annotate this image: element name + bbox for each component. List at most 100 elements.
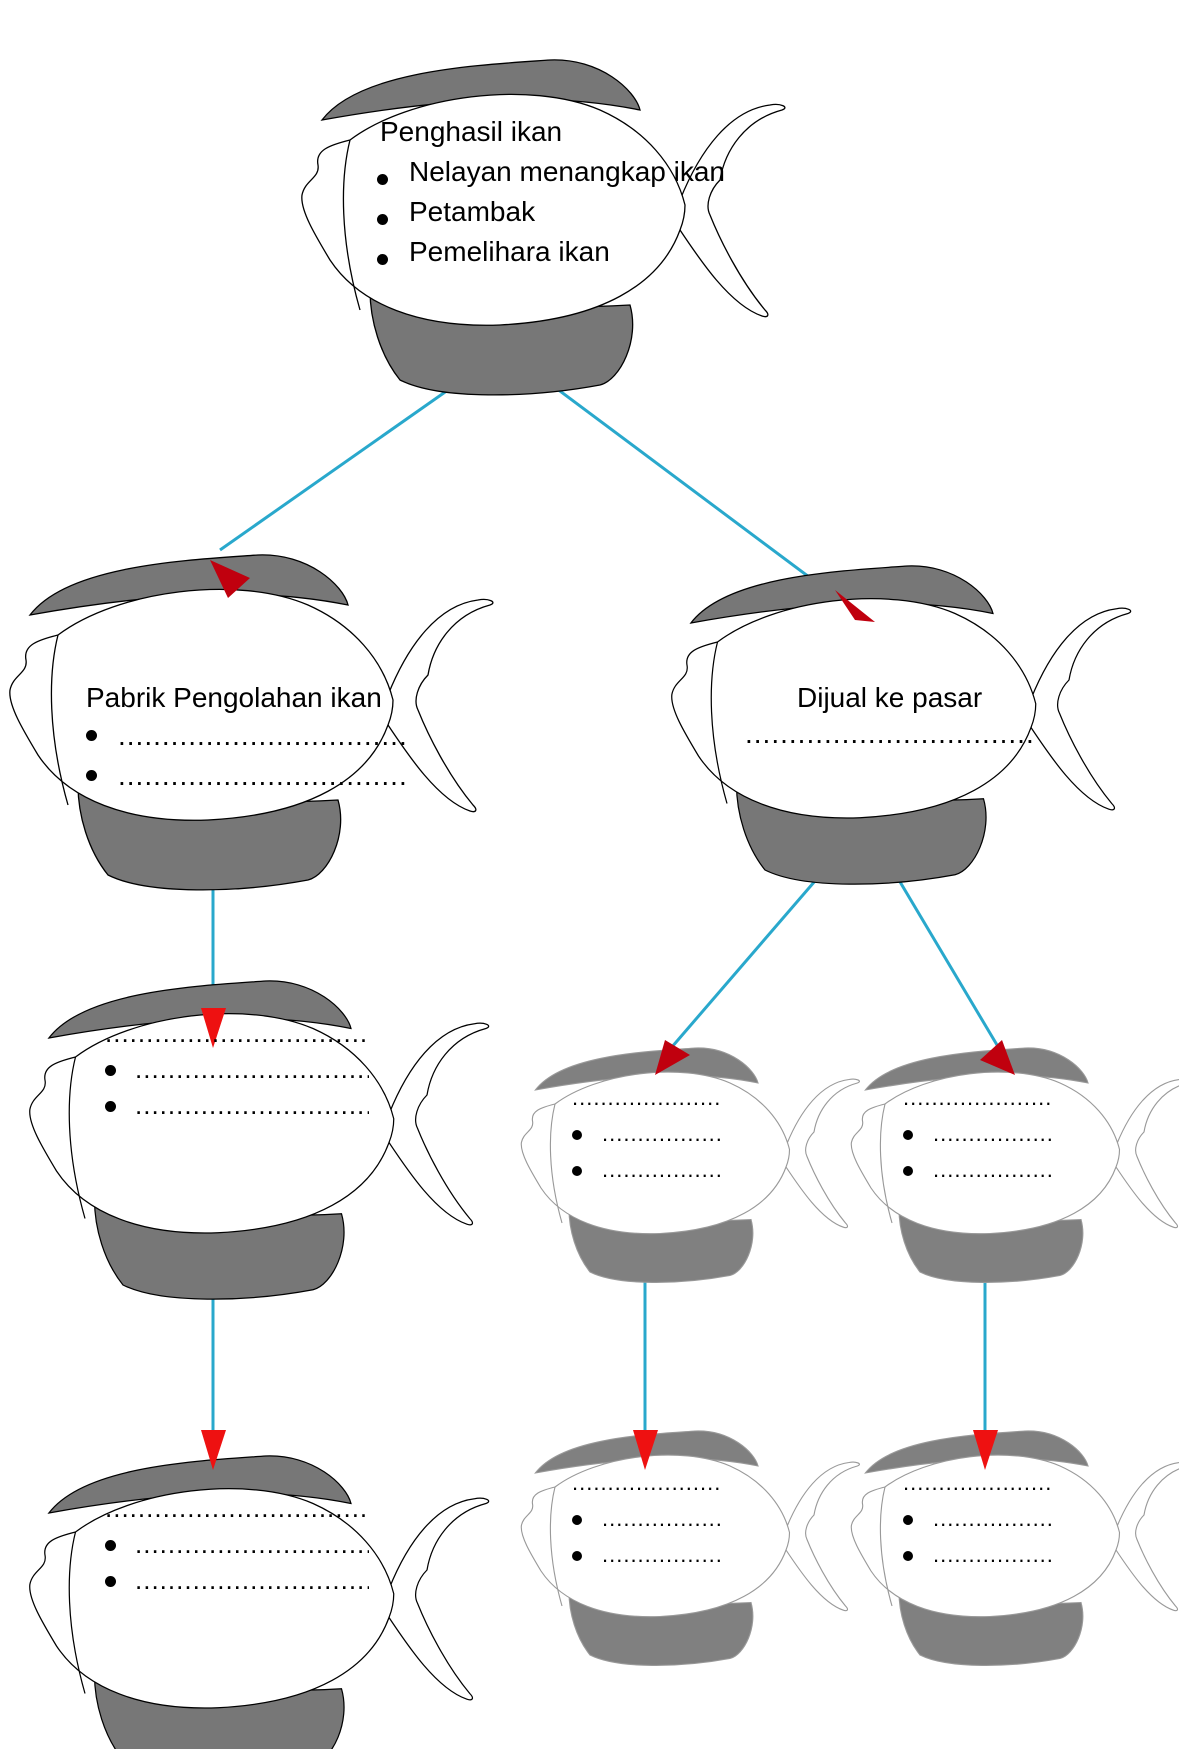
list-item-text: Petambak	[409, 196, 536, 227]
list-item-text: .................	[602, 1157, 723, 1182]
fish-tail	[679, 103, 786, 318]
list-item-text: Pemelihara ikan	[409, 236, 610, 267]
fish-gill	[50, 634, 69, 806]
fish-right3b-fill-line: .....................	[903, 1470, 1053, 1495]
list-item: .............................	[105, 1562, 405, 1598]
arrowhead-right1	[835, 590, 875, 622]
fish-left2-text: ................................. ......…	[105, 1015, 405, 1123]
list-item: .............................	[105, 1051, 405, 1087]
list-item-text: .................................	[118, 720, 408, 751]
bullet-dot	[572, 1551, 582, 1561]
connector-root-right1	[504, 348, 861, 617]
arrowheads	[201, 560, 1015, 1470]
fish-left1	[9, 554, 494, 891]
list-item-text: .................................	[118, 760, 408, 791]
fish-gill	[68, 1531, 86, 1694]
bullet-dot	[377, 214, 388, 225]
list-item: .................	[903, 1152, 1083, 1188]
fish-tail	[388, 1497, 490, 1701]
bullet-dot	[572, 1515, 582, 1525]
bullet-dot	[903, 1130, 913, 1140]
fish-gill	[342, 139, 361, 311]
fish-body	[29, 1013, 395, 1234]
fish-right3a-fill-line: .....................	[572, 1470, 722, 1495]
list-item: Nelayan menangkap ikan	[377, 152, 800, 192]
fish-right2b	[850, 1047, 1179, 1283]
fish-gill	[549, 1103, 563, 1224]
list-item-text: .................	[602, 1121, 723, 1146]
fish-right3a-text: ..................... ................. …	[572, 1465, 752, 1573]
list-item: .................	[903, 1116, 1083, 1152]
list-item-text: .................	[933, 1121, 1054, 1146]
bullet-dot	[903, 1166, 913, 1176]
list-item-text: .................	[602, 1542, 723, 1567]
fish-right2a	[520, 1047, 860, 1283]
list-item-text: .............................	[135, 1090, 369, 1120]
list-item: .................	[903, 1537, 1083, 1573]
fish-right3b-bullets: ................. .................	[903, 1501, 1083, 1573]
fish-left3	[29, 1455, 490, 1749]
bullet-dot	[86, 730, 97, 741]
fish-right3b-text: ..................... ................. …	[903, 1465, 1083, 1573]
fish-body	[850, 1454, 1121, 1618]
fish-right1-title: Dijual ke pasar	[797, 682, 983, 713]
fish-gill	[68, 1056, 86, 1219]
fish-left2-fill-line: .................................	[105, 1018, 369, 1048]
fish-left2-bullets: ............................. ..........…	[105, 1051, 405, 1123]
list-item: .................	[903, 1501, 1083, 1537]
fish-right2a-text: ..................... ................. …	[572, 1080, 752, 1188]
bullet-dot	[86, 770, 97, 781]
fish-body	[850, 1071, 1121, 1235]
arrowhead-left2	[201, 1008, 226, 1048]
fish-left1-text: Pabrik Pengolahan ikan .................…	[86, 678, 426, 796]
fish-right1-fill-line: .....................................	[745, 718, 1035, 749]
arrowhead-right2a	[655, 1040, 690, 1075]
bullet-dot	[903, 1551, 913, 1561]
fish-body	[671, 598, 1037, 819]
fish-tail	[1030, 607, 1132, 811]
list-item: .................	[572, 1501, 752, 1537]
bullet-dot	[377, 174, 388, 185]
bullet-dot	[105, 1540, 116, 1551]
list-item: .................................	[86, 716, 408, 756]
list-item-text: .................	[933, 1506, 1054, 1531]
fish-root-title: Penghasil ikan	[380, 116, 563, 147]
bullet-dot	[572, 1130, 582, 1140]
arrowhead-right2b	[980, 1040, 1015, 1075]
fish-gill	[710, 641, 728, 804]
fish-right3b	[850, 1430, 1179, 1666]
list-item: .................	[572, 1116, 752, 1152]
fish-root-text: Penghasil ikan Nelayan menangkap ikan Pe…	[377, 112, 800, 272]
list-item: .................	[572, 1152, 752, 1188]
fish-left3-bullets: ............................. ..........…	[105, 1526, 405, 1598]
fish-tail	[388, 1022, 490, 1226]
fish-left1-bullets: ................................. ......…	[86, 716, 426, 796]
bullet-dot	[105, 1576, 116, 1587]
bullet-dot	[377, 254, 388, 265]
fish-right1-text: Dijual ke pasar ........................…	[745, 678, 1045, 754]
list-item-text: .................	[933, 1157, 1054, 1182]
fish-right3a-bullets: ................. .................	[572, 1501, 752, 1573]
list-item: .................................	[86, 756, 408, 796]
fish-right2b-bullets: ................. .................	[903, 1116, 1083, 1188]
fish-right2b-text: ..................... ................. …	[903, 1080, 1083, 1188]
fish-root-bullets: Nelayan menangkap ikan Petambak Pemeliha…	[377, 152, 800, 272]
fish-tail	[1115, 1461, 1179, 1612]
fish-left1-title: Pabrik Pengolahan ikan	[86, 682, 382, 713]
fish-left3-text: ................................. ......…	[105, 1490, 405, 1598]
fish-body	[520, 1071, 791, 1235]
fish-right2b-fill-line: .....................	[903, 1085, 1053, 1110]
fish-tail	[785, 1078, 860, 1229]
arrowhead-right3b	[973, 1430, 998, 1470]
fish-body	[520, 1454, 791, 1618]
arrowhead-left1	[210, 560, 250, 598]
fish-left3-fill-line: .................................	[105, 1493, 369, 1523]
list-item: .............................	[105, 1087, 405, 1123]
list-item: .............................	[105, 1526, 405, 1562]
fish-right2a-fill-line: .....................	[572, 1085, 722, 1110]
fish-tail	[387, 598, 494, 813]
list-item-text: .................	[933, 1542, 1054, 1567]
list-item-text: Nelayan menangkap ikan	[409, 156, 725, 187]
bullet-dot	[572, 1166, 582, 1176]
